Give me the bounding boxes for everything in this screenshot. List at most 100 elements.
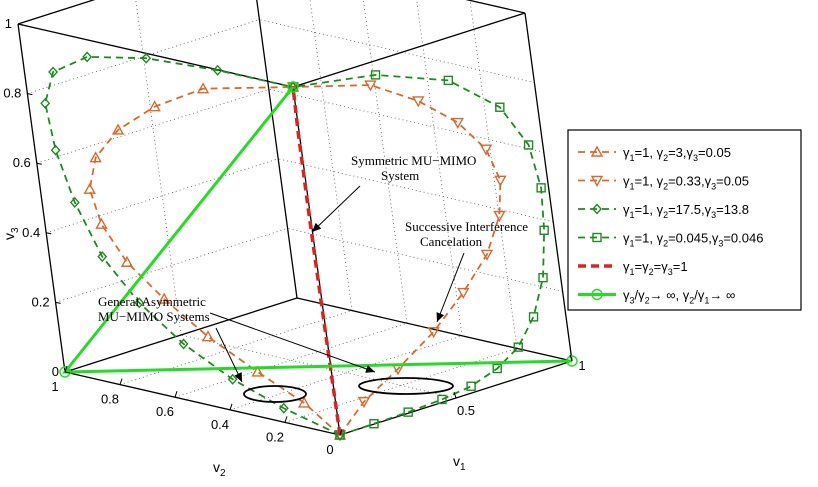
- data-point: [97, 251, 108, 263]
- series-5: [291, 86, 342, 436]
- series-line: [44, 55, 341, 436]
- y-tick-mark: [64, 365, 68, 373]
- grid-line: [27, 19, 260, 94]
- grid-line: [259, 19, 535, 83]
- legend-entry-1: γ1=1, γ2=3,γ3=0.05: [578, 145, 731, 163]
- legend-marker: [592, 203, 602, 215]
- z-tick-mark: [36, 162, 42, 165]
- x-tick-mark: [453, 391, 457, 399]
- data-point: [427, 327, 440, 339]
- z-tick-mark: [27, 93, 33, 96]
- data-point: [539, 225, 549, 235]
- data-point: [251, 365, 264, 377]
- legend-label: γ1=γ2=γ3=1: [623, 259, 688, 277]
- data-point: [227, 373, 238, 385]
- y-tick-mark: [339, 428, 343, 436]
- highlight-ellipse: [358, 377, 454, 395]
- legend-entry-4: γ1=1, γ2=0.045,γ3=0.046: [578, 231, 763, 249]
- grid-line: [229, 335, 463, 411]
- z-tick-mark: [17, 23, 24, 26]
- data-point: [523, 140, 534, 150]
- data-point: [134, 297, 145, 309]
- grid-line: [309, 0, 353, 311]
- legend-marker: [591, 288, 603, 301]
- data-point: [370, 70, 381, 80]
- data-point: [157, 292, 171, 304]
- y-tick-label: 0: [326, 442, 333, 457]
- grid-line: [119, 310, 353, 385]
- legend-marker: [590, 175, 604, 187]
- y-axis-label: v2: [213, 459, 226, 479]
- legend-entry-3: γ1=1, γ2=17.5,γ3=13.8: [578, 202, 749, 220]
- z-tick-label: 0.8: [3, 86, 21, 101]
- data-point: [403, 407, 413, 417]
- y-tick-label: 0.8: [101, 392, 119, 407]
- series-3: [40, 51, 345, 441]
- data-point: [178, 338, 189, 350]
- axes-edge: [17, 23, 66, 373]
- series-4: [288, 70, 549, 440]
- data-point: [412, 96, 425, 108]
- data-point: [538, 272, 548, 283]
- legend-label: γ1=1, γ2=17.5,γ3=13.8: [623, 202, 749, 220]
- data-point: [59, 366, 71, 378]
- data-point: [457, 287, 470, 299]
- y-tick-label: 0.6: [156, 404, 174, 419]
- data-point: [495, 102, 505, 112]
- axes-edge: [524, 12, 573, 362]
- axes-edge: [17, 0, 96, 25]
- axes-edge: [465, 0, 526, 14]
- x-tick-mark: [569, 354, 573, 362]
- legend-label: γ1=1, γ2=0.33,γ3=0.05: [623, 174, 749, 192]
- z-tick-label: 0.4: [22, 225, 40, 240]
- data-point: [48, 66, 59, 78]
- annotation-arrowhead: [436, 312, 445, 322]
- grid-line: [362, 0, 408, 324]
- y-tick-mark: [174, 391, 178, 398]
- data-point: [451, 117, 464, 129]
- annotation-arrow: [436, 252, 465, 323]
- axes-edge: [256, 0, 298, 299]
- series-2: [286, 80, 507, 442]
- data-point: [288, 82, 298, 92]
- axes-edge: [64, 371, 341, 436]
- data-point: [536, 183, 546, 193]
- x-tick-label: 0.5: [457, 403, 475, 418]
- axes-edge: [64, 297, 298, 373]
- z-tick-mark: [64, 371, 71, 374]
- legend-marker: [590, 145, 604, 157]
- grid-line: [135, 0, 182, 336]
- annotation-arrowhead: [312, 222, 322, 232]
- z-tick-mark: [55, 301, 61, 304]
- z-tick-label: 0.6: [13, 155, 31, 170]
- grid-line: [36, 88, 269, 164]
- y-tick-label: 1: [51, 379, 58, 394]
- highlight-ellipse: [243, 385, 307, 403]
- series-line: [292, 84, 502, 436]
- y-tick-label: 0.4: [211, 417, 229, 432]
- annotation-arrowhead: [365, 365, 375, 373]
- data-point: [196, 82, 210, 94]
- z-tick-label: 0.2: [32, 294, 50, 309]
- series-line: [88, 86, 341, 436]
- data-point: [50, 144, 61, 156]
- data-point: [566, 355, 578, 367]
- data-point: [493, 210, 506, 222]
- data-point: [297, 396, 311, 408]
- data-point: [148, 100, 161, 112]
- data-point: [111, 123, 125, 135]
- grid-line: [469, 0, 518, 349]
- axes-edge: [296, 297, 573, 362]
- y-tick-mark: [119, 378, 123, 385]
- data-point: [212, 64, 223, 76]
- legend-entry-6: γ3/γ2→ ∞, γ2/γ1→ ∞: [578, 288, 735, 306]
- data-point: [357, 396, 371, 409]
- y-tick-mark: [229, 403, 233, 410]
- legend-marker: [592, 232, 602, 243]
